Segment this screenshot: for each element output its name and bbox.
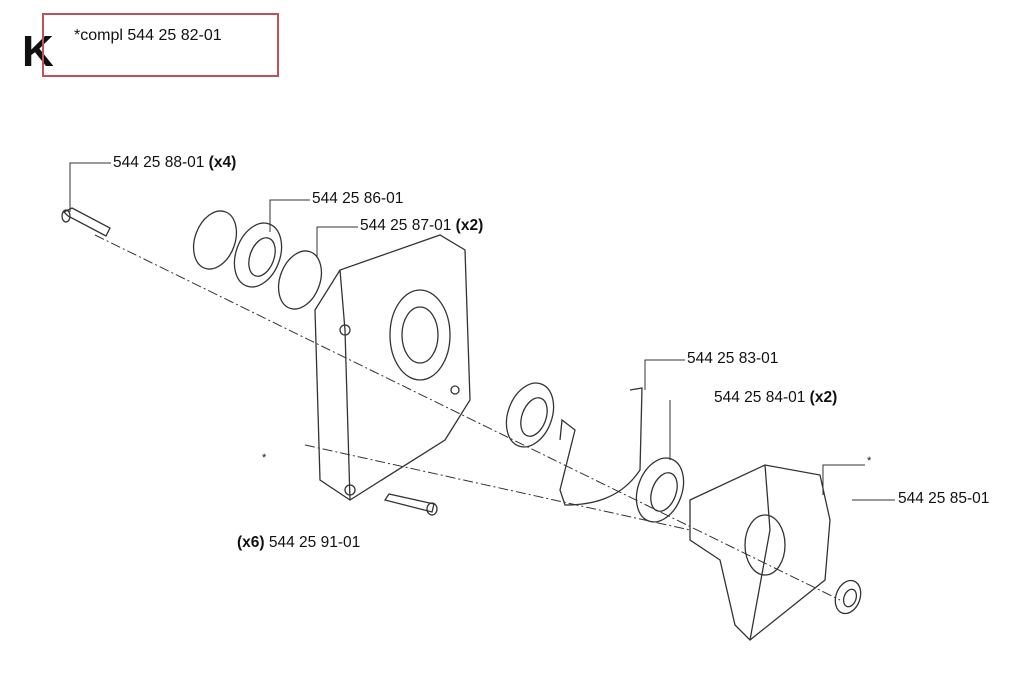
screw-axis xyxy=(304,444,691,531)
screw-icon xyxy=(383,493,438,516)
section-letter: K xyxy=(22,27,54,76)
crankcase-half-icon xyxy=(314,234,471,501)
leader-88 xyxy=(69,162,111,212)
circlip-icon xyxy=(277,250,323,310)
leader-86 xyxy=(269,199,310,232)
part-label-544-25-91-01: (x6) 544 25 91-01 xyxy=(237,534,360,552)
part-qty: (x6) xyxy=(237,534,265,551)
bearing-icon xyxy=(233,222,283,288)
gasket-icon xyxy=(559,387,643,506)
assembly-highlight-box xyxy=(42,13,279,77)
part-label-544-25-87-01: 544 25 87-01 (x2) xyxy=(360,217,483,235)
asterisk-marker: * xyxy=(262,452,267,464)
bearing-icon xyxy=(505,382,685,523)
part-label-544-25-83-01: 544 25 83-01 xyxy=(687,350,778,368)
part-number: 544 25 87-01 xyxy=(360,217,452,234)
part-number: 544 25 88-01 xyxy=(113,154,205,171)
leader-asterisk xyxy=(822,464,865,495)
part-label-544-25-88-01: 544 25 88-01 (x4) xyxy=(113,154,236,172)
asterisk-marker: * xyxy=(867,455,872,467)
part-number: 544 25 91-01 xyxy=(268,534,361,551)
part-label-544-25-86-01: 544 25 86-01 xyxy=(312,190,403,208)
part-number: 544 25 86-01 xyxy=(312,190,404,207)
circlip-icon xyxy=(192,210,238,270)
part-number: 544 25 83-01 xyxy=(687,350,779,367)
assembly-axis xyxy=(94,234,841,601)
part-qty: (x2) xyxy=(455,217,484,234)
part-qty: (x4) xyxy=(208,154,237,171)
part-label-544-25-85-01: 544 25 85-01 xyxy=(898,490,989,508)
crankcase-cover-icon xyxy=(689,464,831,641)
leader-83 xyxy=(644,359,685,390)
seal-icon xyxy=(834,579,862,615)
leader-87 xyxy=(316,226,358,258)
part-label-544-25-84-01: 544 25 84-01 (x2) xyxy=(714,389,837,407)
part-number: 544 25 84-01 xyxy=(714,389,806,406)
part-qty: (x2) xyxy=(809,389,838,406)
assembly-note: *compl 544 25 82-01 xyxy=(74,27,222,44)
part-number: 544 25 85-01 xyxy=(898,490,990,507)
screw-icon xyxy=(61,207,111,237)
